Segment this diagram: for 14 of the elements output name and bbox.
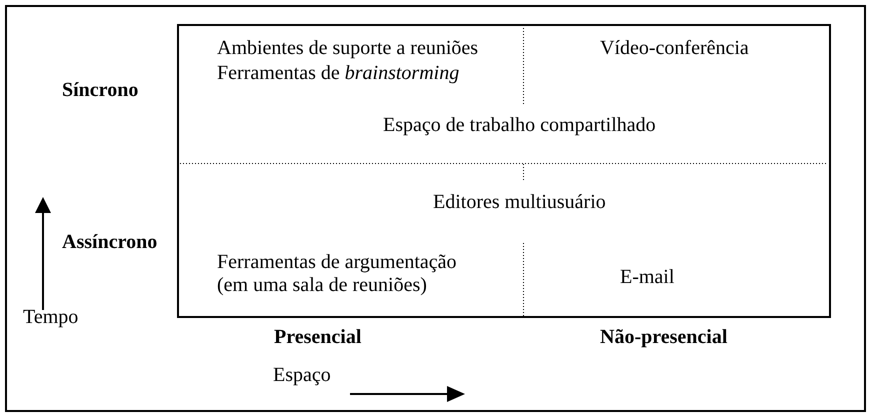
tool-label: Vídeo-conferência [600, 37, 749, 60]
axis-title: Tempo [23, 306, 78, 329]
row-heading: Síncrono [62, 79, 138, 102]
tool-label: Ambientes de suporte a reuniões [217, 37, 478, 60]
column-heading: Presencial [274, 326, 362, 349]
axis-title: Espaço [273, 364, 331, 387]
tool-label: Editores multiusuário [433, 191, 606, 214]
tool-label: Ferramentas de argumentação (em uma sala de reuniões) [217, 251, 458, 297]
tool-label: Ferramentas de brainstorming [217, 62, 460, 85]
column-heading: Não-presencial [600, 326, 728, 349]
matrix-panel [177, 24, 831, 318]
row-heading: Assíncrono [62, 231, 158, 254]
tool-label: E-mail [620, 266, 674, 289]
tool-label: Espaço de trabalho compartilhado [383, 114, 656, 137]
